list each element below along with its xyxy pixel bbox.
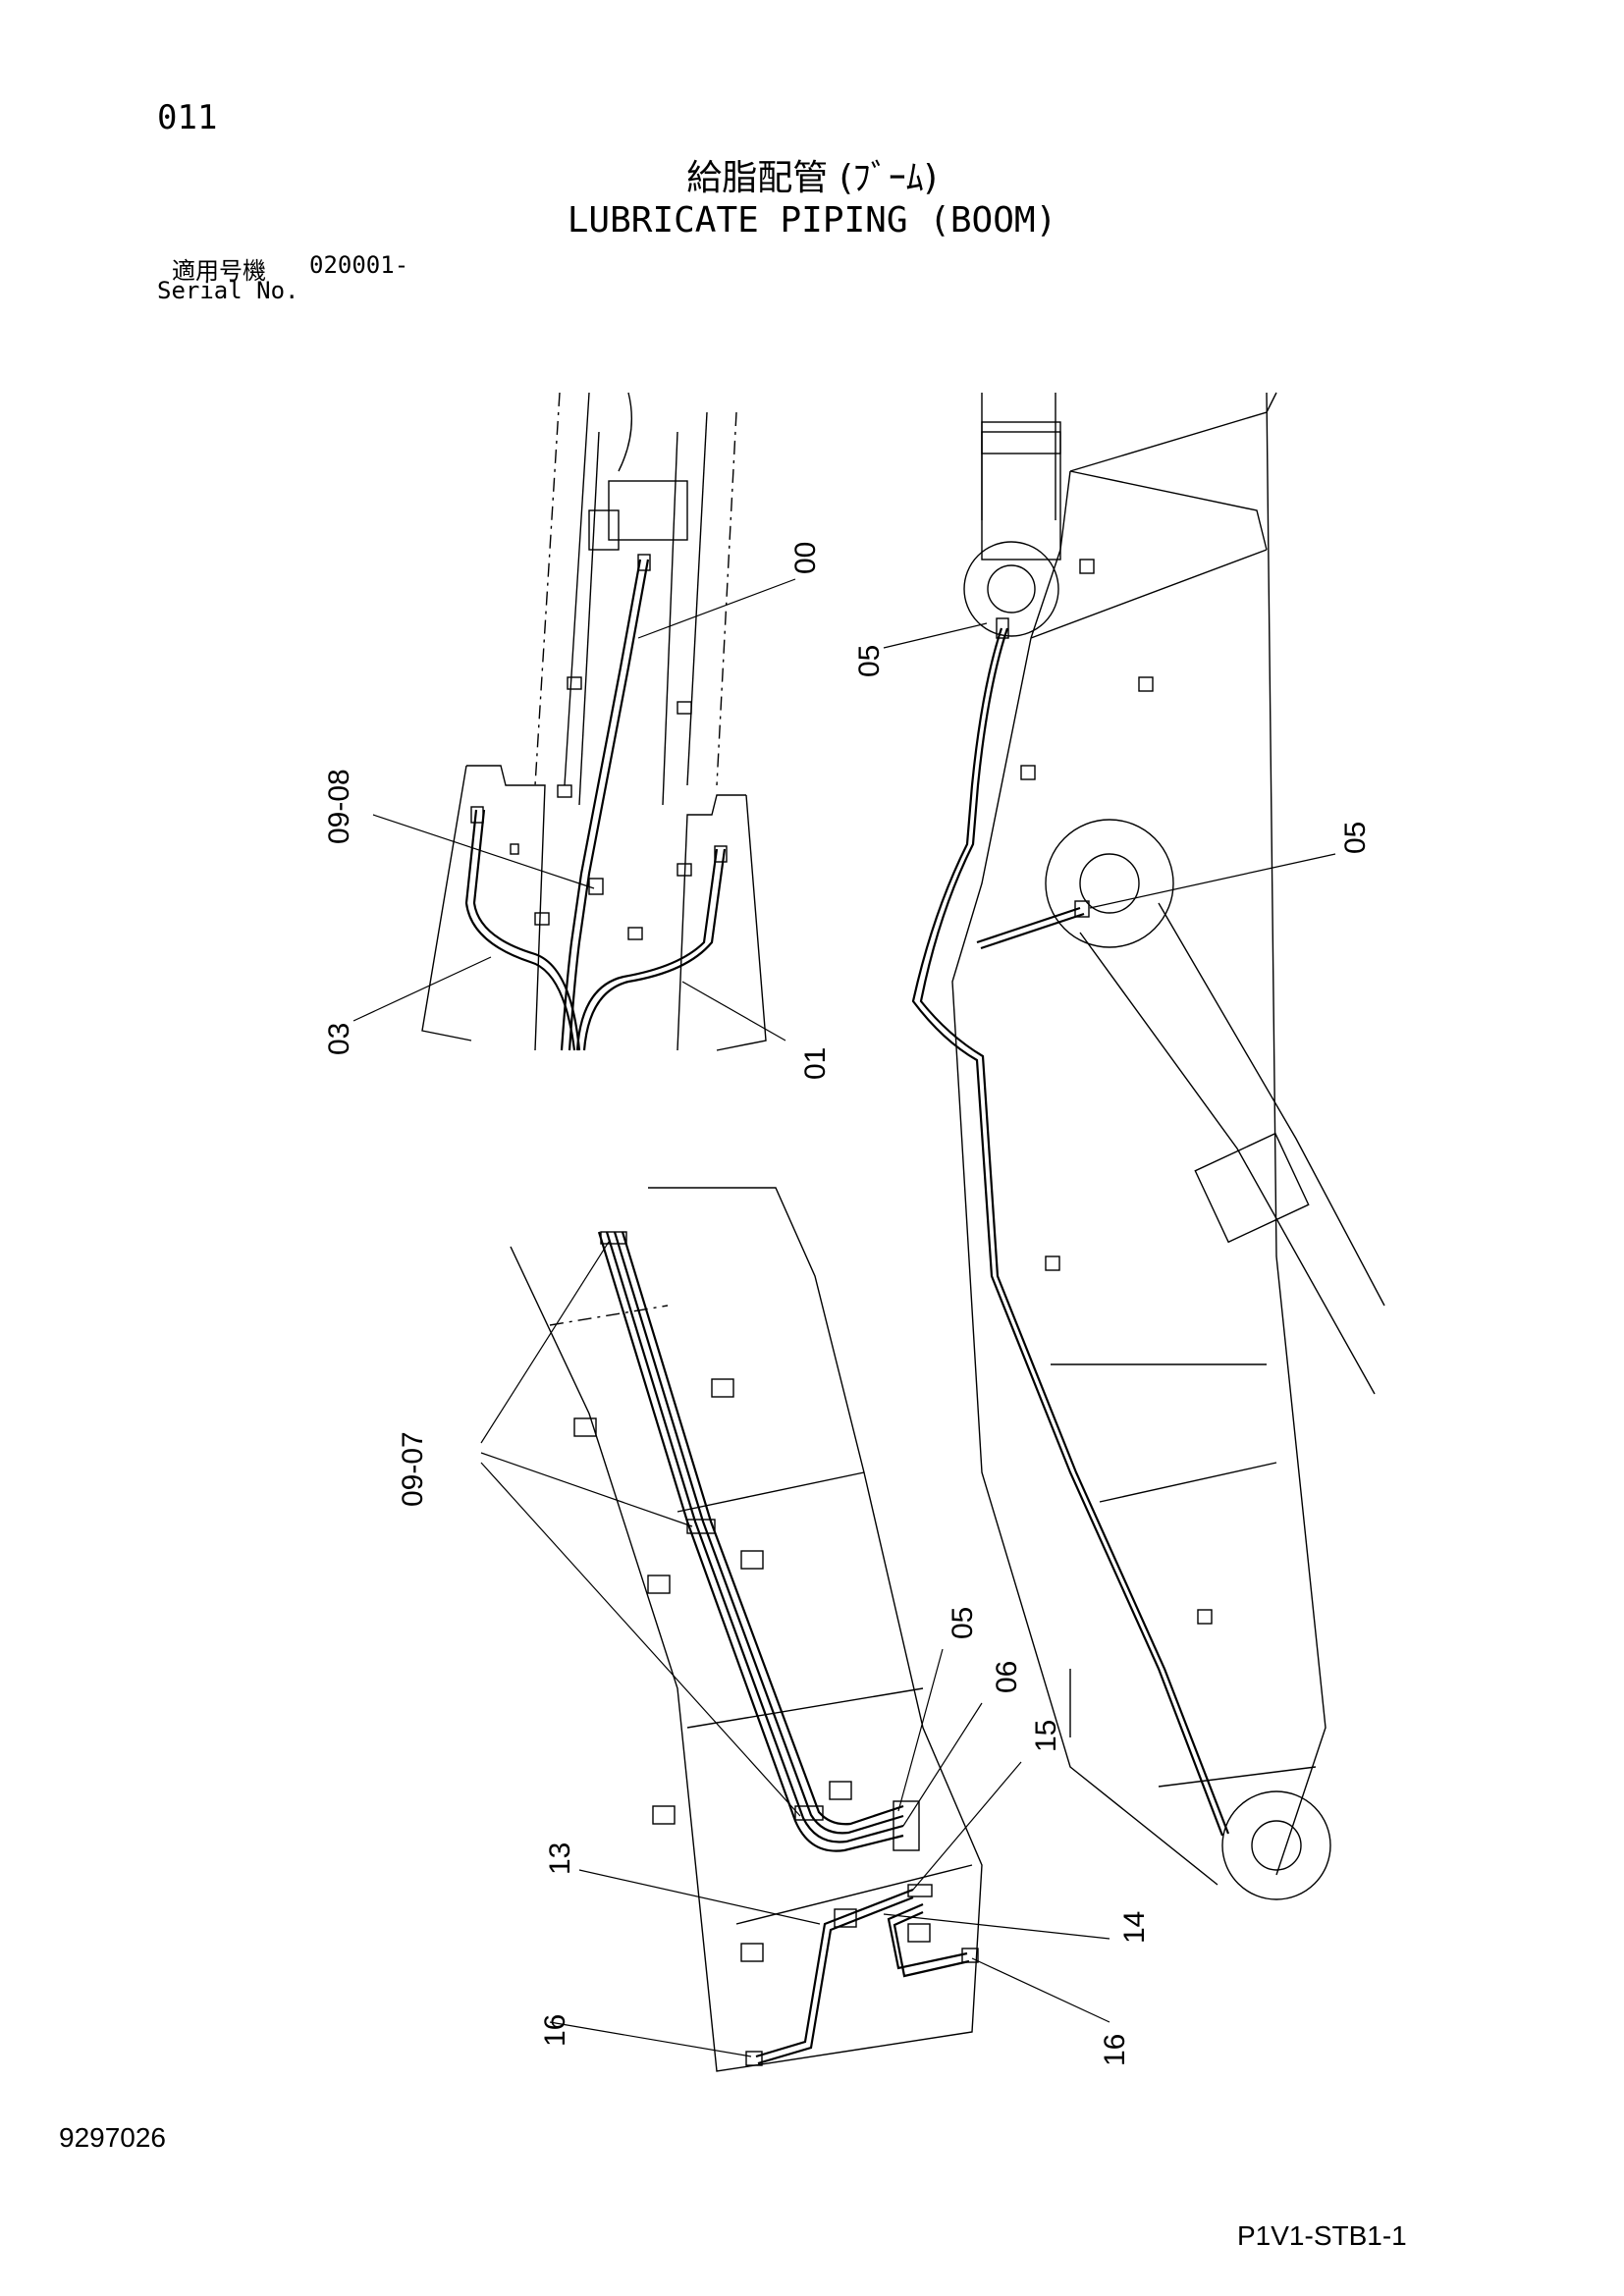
callout-05-mid: 05 [1339,822,1372,854]
detail-boom-foot [510,1187,983,2072]
callout-labels: 00 05 05 09-08 03 01 09-07 05 06 15 13 1… [323,542,1372,2066]
callout-09-07: 09-07 [397,1431,429,1507]
callout-00: 00 [789,542,822,574]
detail-top-view [421,392,767,1051]
serial-label-japanese: 適用号機 [172,257,266,285]
serial-number-value: 020001- [309,251,409,279]
callout-01: 01 [799,1047,832,1080]
callout-05-top: 05 [853,645,886,677]
document-number: 9297026 [59,2122,167,2153]
serial-label-english: Serial No. [157,277,299,304]
title-japanese: 給脂配管 (ﾌﾞｰﾑ) [686,158,938,198]
boom-side-view [911,392,1385,1900]
callout-16-left: 16 [539,2014,571,2047]
callout-05-low: 05 [947,1607,979,1639]
page-number: 011 [157,98,218,137]
callout-09-08: 09-08 [323,769,355,844]
callout-16-right: 16 [1099,2034,1131,2066]
callout-leaders [352,578,1336,2057]
callout-15: 15 [1030,1720,1062,1752]
callout-13: 13 [544,1842,576,1875]
callout-14: 14 [1118,1911,1151,1944]
sheet-reference: P1V1-STB1-1 [1237,2220,1407,2251]
callout-06: 06 [991,1661,1023,1693]
callout-03: 03 [323,1023,355,1055]
title-english: LUBRICATE PIPING (BOOM) [567,200,1057,240]
